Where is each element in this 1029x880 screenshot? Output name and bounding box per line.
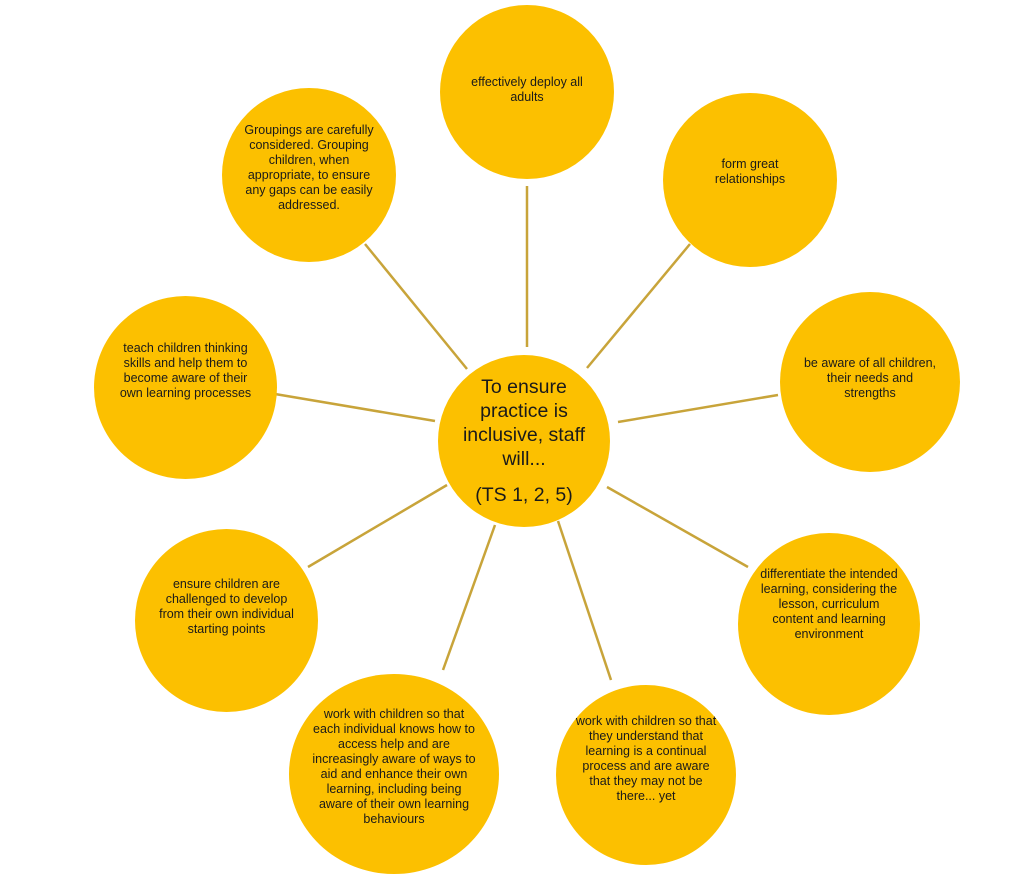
- node-continual-process: work with children so that they understa…: [556, 685, 736, 865]
- node-text: teach children thinking skills and help …: [119, 341, 252, 400]
- connector-differentiate: [606, 485, 749, 569]
- central-title: To ensure practice is inclusive, staff w…: [462, 376, 586, 470]
- connector-challenge: [307, 483, 448, 569]
- connector-thinking: [274, 392, 436, 423]
- connector-aware: [617, 393, 779, 424]
- node-text: ensure children are challenged to develo…: [159, 577, 294, 636]
- node-text: differentiate the intended learning, con…: [760, 567, 898, 641]
- connector-access: [441, 524, 497, 671]
- node-access-help: work with children so that each individu…: [289, 674, 499, 874]
- node-text: work with children so that they understa…: [575, 714, 717, 803]
- node-text: form great relationships: [714, 157, 786, 186]
- node-thinking-skills: teach children thinking skills and help …: [94, 296, 277, 479]
- central-node: To ensure practice is inclusive, staff w…: [438, 355, 610, 527]
- node-groupings: Groupings are carefully considered. Grou…: [222, 88, 396, 262]
- node-text: be aware of all children, their needs an…: [803, 356, 937, 400]
- node-challenged: ensure children are challenged to develo…: [135, 529, 318, 712]
- central-subtitle: (TS 1, 2, 5): [475, 484, 573, 506]
- connector-yet: [556, 520, 613, 681]
- node-differentiate: differentiate the intended learning, con…: [738, 533, 920, 715]
- connector-relationships: [586, 243, 691, 369]
- connector-groupings: [364, 243, 468, 370]
- node-text: effectively deploy all adults: [471, 75, 583, 104]
- node-relationships: form great relationships: [663, 93, 837, 267]
- node-deploy-adults: effectively deploy all adults: [440, 5, 614, 179]
- node-text: work with children so that each individu…: [312, 707, 476, 826]
- node-aware-needs: be aware of all children, their needs an…: [780, 292, 960, 472]
- node-text: Groupings are carefully considered. Grou…: [244, 123, 374, 212]
